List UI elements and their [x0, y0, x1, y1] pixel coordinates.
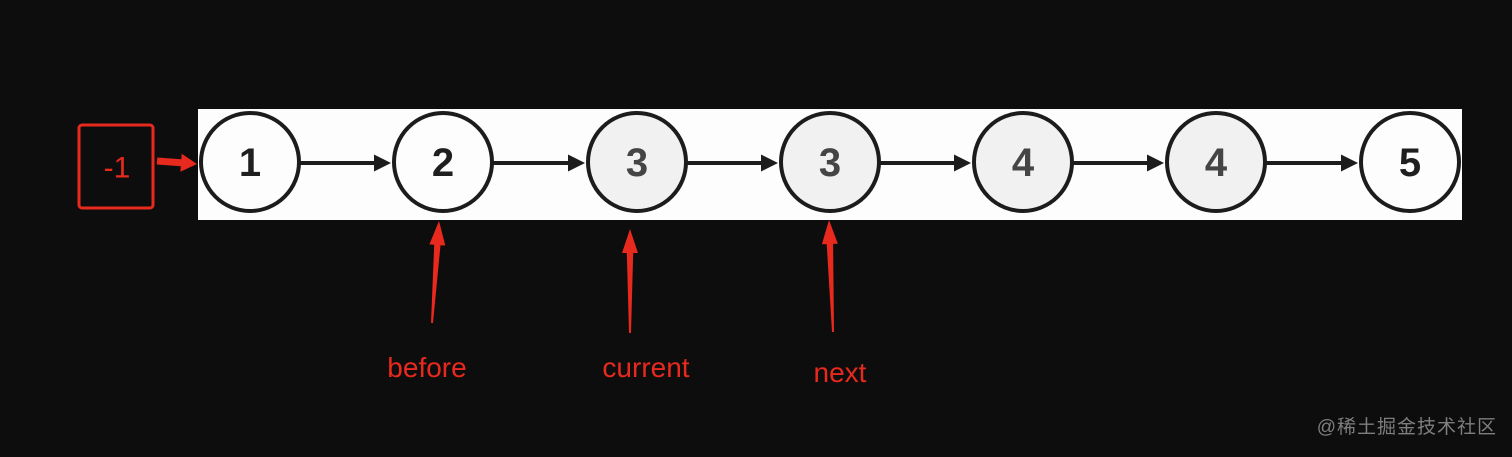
next-arrowhead-icon: [374, 154, 391, 172]
pointer-label-before: before: [387, 352, 466, 383]
next-arrowhead-icon: [1147, 154, 1164, 172]
next-arrowhead-icon: [761, 154, 778, 172]
list-nodes-layer: 1 2 3 3 4 4 5: [199, 111, 1461, 213]
list-node-value-4: 4: [1012, 141, 1035, 185]
pointer-label-current: current: [602, 352, 689, 383]
list-node-4: [972, 111, 1074, 213]
list-node-value-0: 1: [239, 141, 261, 185]
list-edges-layer: [300, 154, 1358, 172]
pointer-label-next: next: [814, 357, 867, 388]
list-node-value-6: 5: [1399, 141, 1421, 185]
list-node-value-3: 3: [819, 141, 841, 185]
list-node-0: [199, 111, 301, 213]
current-pointer-arrow-icon: [622, 229, 638, 333]
list-node-5: [1165, 111, 1267, 213]
next-arrowhead-icon: [954, 154, 971, 172]
next-arrowhead-icon: [568, 154, 585, 172]
list-node-6: [1359, 111, 1461, 213]
list-node-2: [586, 111, 688, 213]
dummy-head-label: -1: [104, 152, 131, 185]
list-node-value-1: 2: [432, 141, 454, 185]
before-pointer-arrow-icon: [429, 221, 446, 324]
list-node-3: [779, 111, 881, 213]
list-node-1: [392, 111, 494, 213]
next-arrowhead-icon: [1341, 154, 1358, 172]
pointer-annotations-layer: [156, 153, 838, 333]
list-node-value-2: 3: [626, 141, 648, 185]
watermark: @稀土掘金技术社区: [1316, 417, 1497, 438]
next-pointer-arrow-icon: [821, 220, 838, 332]
dummy-head-arrow-icon: [156, 153, 197, 172]
dummy-head-box: [77, 123, 155, 210]
list-node-value-5: 4: [1205, 141, 1228, 185]
